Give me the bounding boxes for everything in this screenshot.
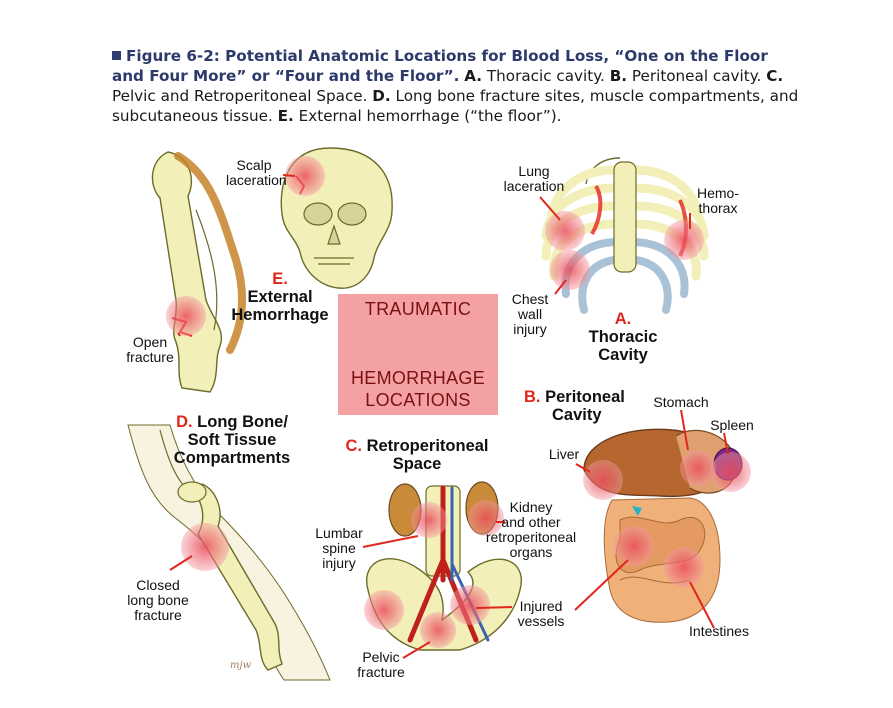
artist-signature: mjw	[230, 660, 252, 671]
liver-highlight	[583, 460, 623, 500]
panel-e-title: E. External Hemorrhage	[228, 270, 332, 324]
leader-lines	[169, 174, 729, 659]
panel-a-letter: A.	[614, 310, 632, 328]
caption-e-text: External hemorrhage (“the floor”).	[293, 107, 562, 125]
stomach-highlight	[680, 450, 716, 486]
panel-c-letter: C.	[345, 437, 362, 455]
caption-a-letter: A.	[464, 67, 483, 85]
caption-c-text: Pelvic and Retroperitoneal Space.	[112, 87, 373, 105]
spleen-label: Spleen	[710, 417, 754, 433]
open-fracture-label: Open fracture	[126, 334, 174, 365]
scalp-label: Scalp laceration	[226, 157, 287, 188]
lumbar-spine-label: Lumbar spine injury	[315, 525, 363, 571]
caption-d-text: Long bone fracture sites, muscle compart…	[112, 87, 799, 125]
caption-square-icon	[112, 51, 121, 60]
intestine-left-highlight	[614, 526, 654, 566]
stomach-label: Stomach	[653, 394, 709, 410]
hemothorax-highlight	[664, 220, 704, 260]
caption-b-text: Peritoneal cavity.	[627, 67, 767, 85]
chest-wall-label: Chest wall injury	[511, 291, 549, 337]
caption-a-text: Thoracic cavity.	[482, 67, 610, 85]
panel-b-letter: B.	[524, 388, 541, 406]
liver-label: Liver	[548, 446, 580, 462]
panel-d-title: D. Long Bone/ Soft Tissue Compartments	[173, 413, 291, 467]
panel-e-letter: E.	[272, 270, 288, 288]
intestines-label: Intestines	[689, 623, 749, 639]
caption-e-letter: E.	[277, 107, 294, 125]
lumbar-spine-highlight	[411, 502, 447, 538]
panel-b-title: B. Peritoneal Cavity	[524, 388, 625, 424]
pelvic-fracture-label: Pelvic fracture	[357, 649, 405, 680]
kidney-label: Kidney and other retroperitoneal organs	[485, 499, 577, 560]
center-title-line2: HEMORRHAGE	[350, 368, 485, 388]
hemothorax-label: Hemo- thorax	[696, 185, 739, 216]
center-title-line1: TRAUMATIC	[364, 299, 472, 319]
closed-fracture-label: Closed long bone fracture	[127, 577, 189, 623]
pelvic-left-highlight	[364, 590, 404, 630]
panel-d-letter: D.	[176, 413, 193, 431]
spleen-highlight	[711, 452, 751, 492]
intestine-right-highlight	[664, 547, 704, 587]
open-fracture-highlight	[166, 296, 206, 336]
panel-a-title: A. Thoracic Cavity	[578, 310, 668, 364]
scalp-laceration-highlight	[285, 156, 325, 196]
lung-laceration-label: Lung laceration	[503, 163, 565, 194]
center-title-box: TRAUMATIC HEMORRHAGE LOCATIONS	[338, 294, 498, 415]
chest-wall-highlight	[550, 250, 590, 290]
lung-laceration-highlight	[545, 211, 585, 251]
panel-c-title: C. Retroperitoneal Space	[345, 437, 489, 473]
caption-figure-title: Figure 6-2: Potential Anatomic Locations…	[112, 47, 768, 85]
caption-c-letter: C.	[766, 67, 784, 85]
caption-d-letter: D.	[372, 87, 391, 105]
pelvic-right-highlight	[450, 585, 490, 625]
closed-fracture-highlight	[181, 523, 229, 571]
injured-vessels-label: Injured vessels	[517, 598, 565, 629]
figure-caption: Figure 6-2: Potential Anatomic Locations…	[112, 46, 802, 126]
center-title-line3: LOCATIONS	[365, 390, 471, 410]
pelvic-bottom-highlight	[420, 612, 456, 648]
kidney-highlight	[468, 500, 504, 536]
caption-b-letter: B.	[609, 67, 628, 85]
